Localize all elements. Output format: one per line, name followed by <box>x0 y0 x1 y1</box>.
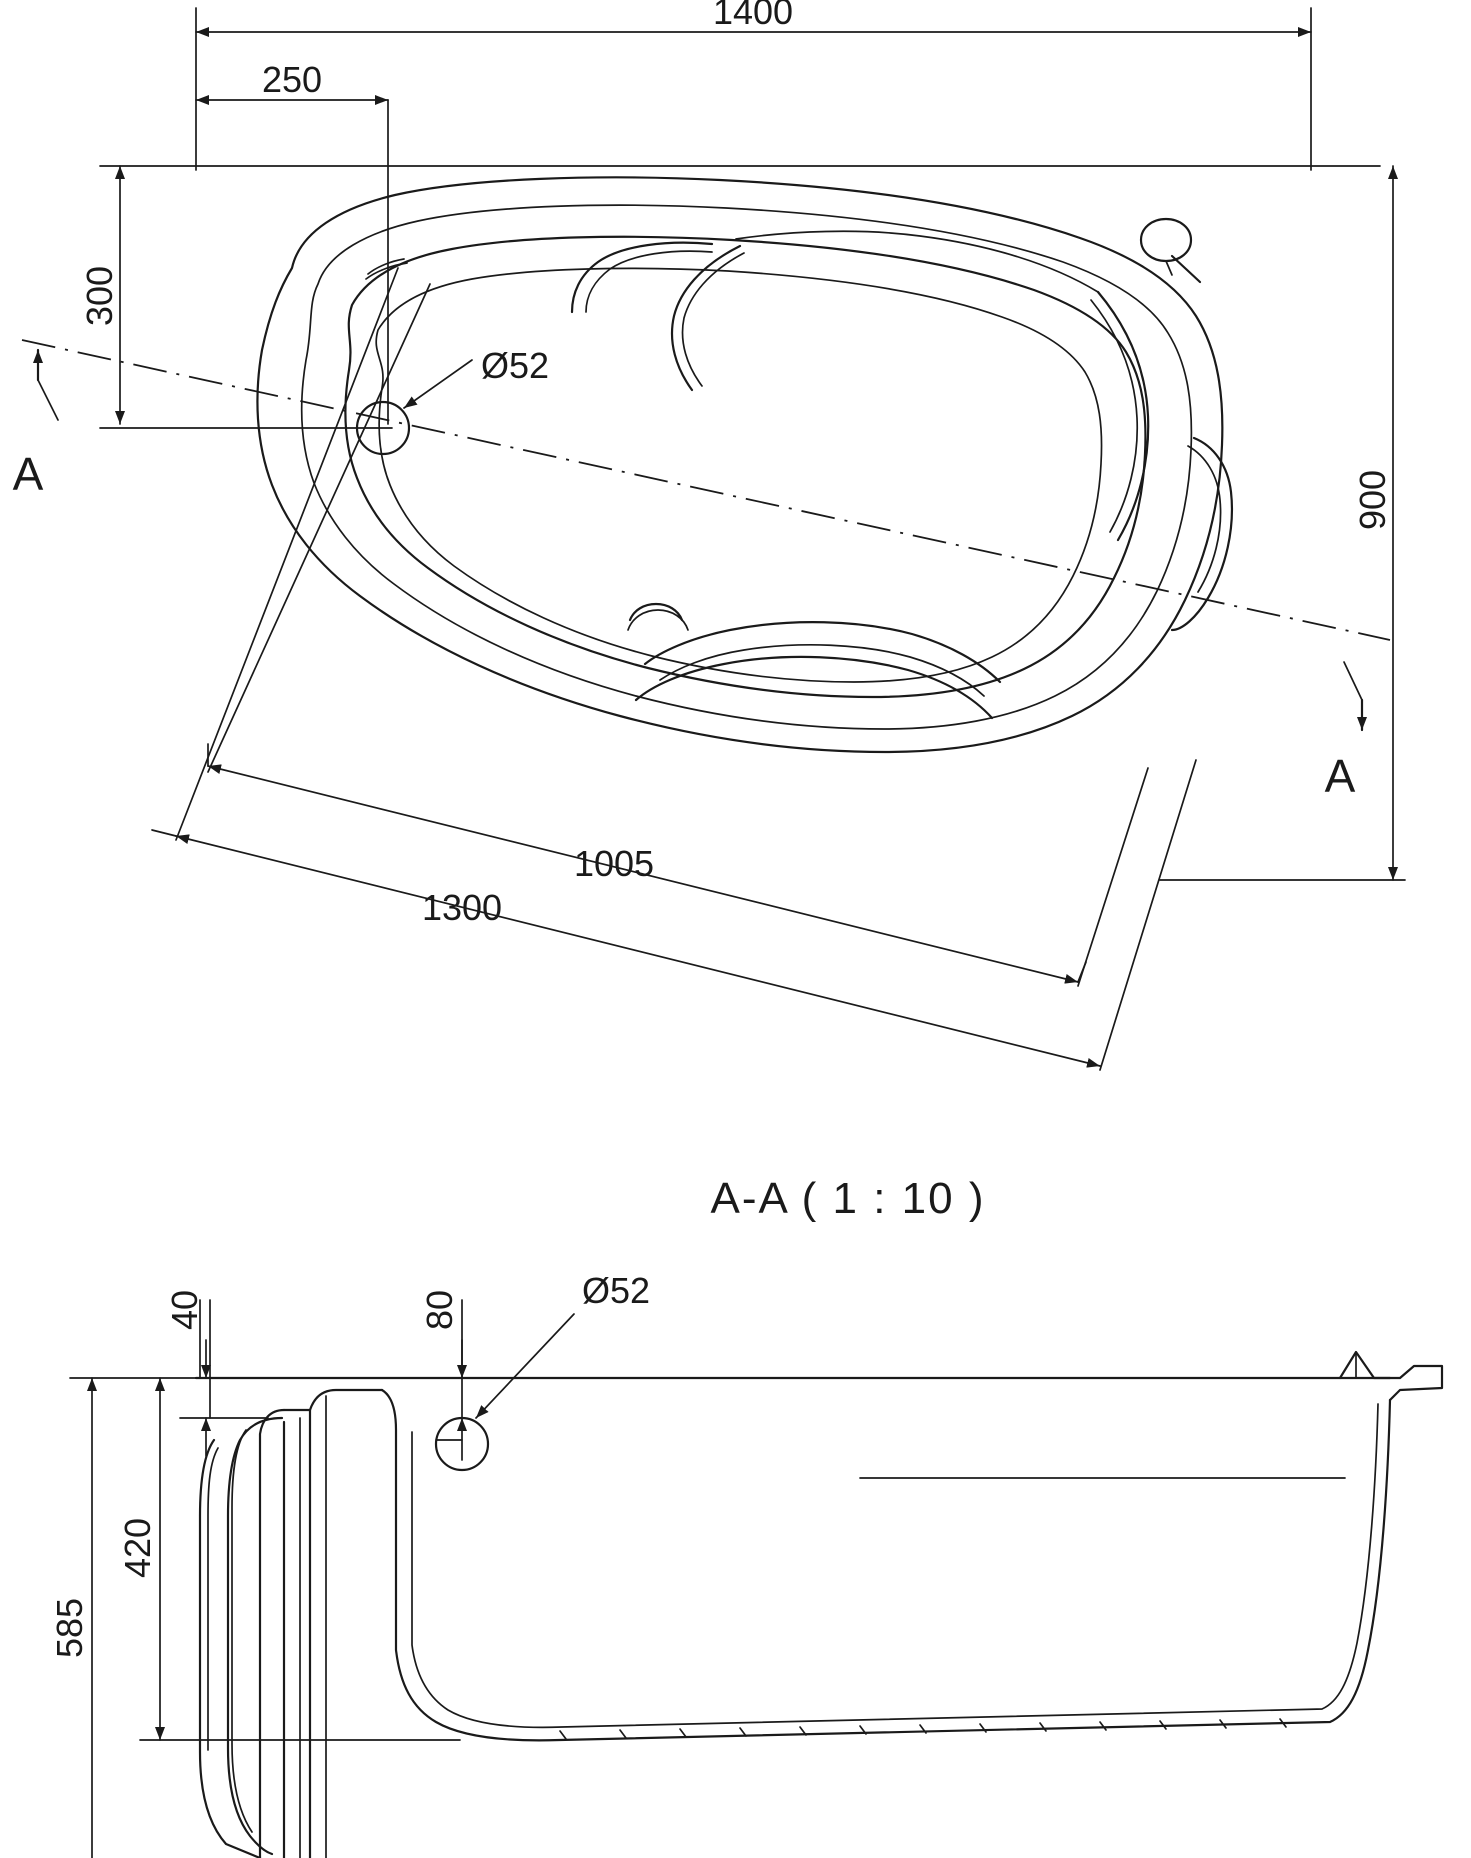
dim-overall-height: 900 <box>1352 470 1393 530</box>
dimension-text-layer: 1400 250 300 900 1005 1300 Ø52 A A A-A (… <box>13 0 1393 1658</box>
dim-section-overall-height: 585 <box>49 1598 90 1658</box>
section-title: A-A ( 1 : 10 ) <box>711 1174 986 1223</box>
dim-drain-diameter-plan: Ø52 <box>481 345 549 386</box>
dim-rim-thickness: 40 <box>164 1290 205 1330</box>
dim-outer-diagonal: 1300 <box>422 887 502 928</box>
section-label-a-right: A <box>1325 750 1356 802</box>
plan-view-geometry <box>21 7 1406 1071</box>
dim-overall-width: 1400 <box>713 0 793 32</box>
dim-left-offset: 250 <box>262 59 322 100</box>
dim-inner-depth: 420 <box>117 1518 158 1578</box>
dim-top-offset: 300 <box>79 266 120 326</box>
dim-inner-diagonal: 1005 <box>574 843 654 884</box>
section-label-a-top: A <box>13 448 44 500</box>
dim-drain-offset: 80 <box>419 1290 460 1330</box>
section-view-geometry <box>69 1299 1444 1858</box>
dim-drain-diameter-section: Ø52 <box>582 1270 650 1311</box>
